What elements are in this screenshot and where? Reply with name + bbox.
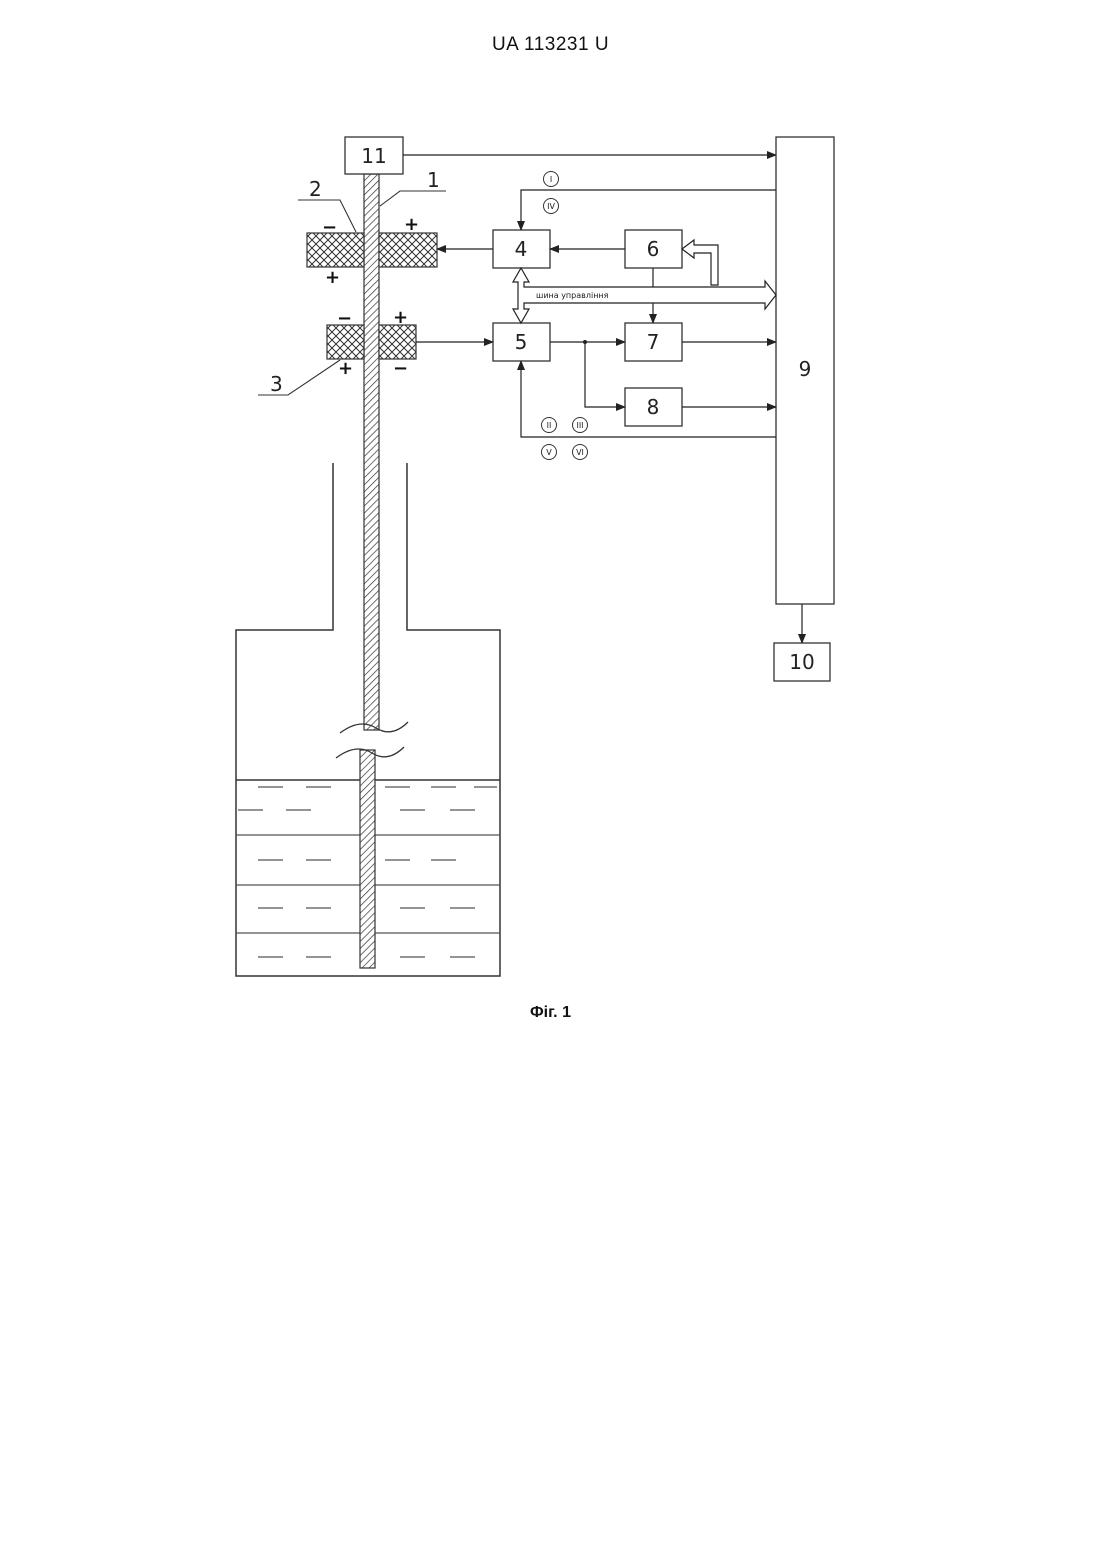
callout-1: 1 [427,168,440,192]
coil-3-plus: + [393,307,408,328]
marker-i-label: I [550,175,552,184]
coil-2-plus-bottom: + [325,267,340,288]
marker-iii-label: III [576,421,583,430]
coil-2-plus: + [404,214,419,235]
marker-vi-label: VI [576,448,584,457]
device-diagram: − + + − + + − 1 2 3 11 4 6 5 7 8 9 10 [0,0,1101,1000]
callout-2: 2 [309,177,322,201]
block-6-label: 6 [647,237,660,261]
block-7-label: 7 [647,330,660,354]
figure-caption: Фіг. 1 [0,1004,1101,1022]
block-11-label: 11 [361,144,386,168]
control-bus-label: шина управління [536,291,609,300]
coil-3-plus-bottom: + [338,358,353,379]
marker-iv-label: IV [547,202,555,211]
block-9-label: 9 [799,357,812,381]
callout-3: 3 [270,372,283,396]
marker-ii-label: II [547,421,552,430]
block-5-label: 5 [515,330,528,354]
coil-3-minus-bottom: − [393,358,408,379]
coil-3-minus: − [337,308,352,329]
marker-v-label: V [546,448,552,457]
block-10-label: 10 [789,650,814,674]
signal-lines [403,155,802,643]
coil-2-minus: − [322,217,337,238]
rod [336,174,408,968]
block-4-label: 4 [515,237,528,261]
block-8-label: 8 [647,395,660,419]
